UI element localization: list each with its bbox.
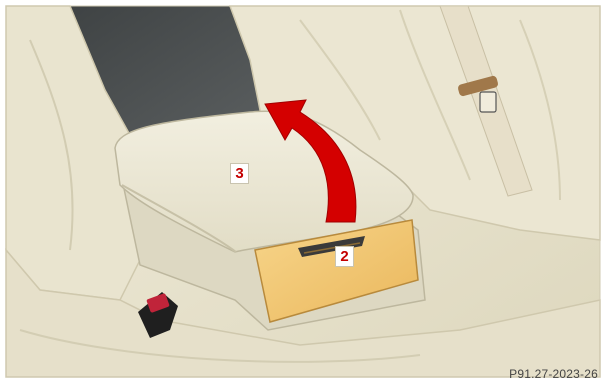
callout-storage-handle: 2 [335, 246, 354, 267]
callout-armrest-lid: 3 [230, 163, 249, 184]
figure-code-label: P91.27-2023-26 [509, 367, 598, 381]
